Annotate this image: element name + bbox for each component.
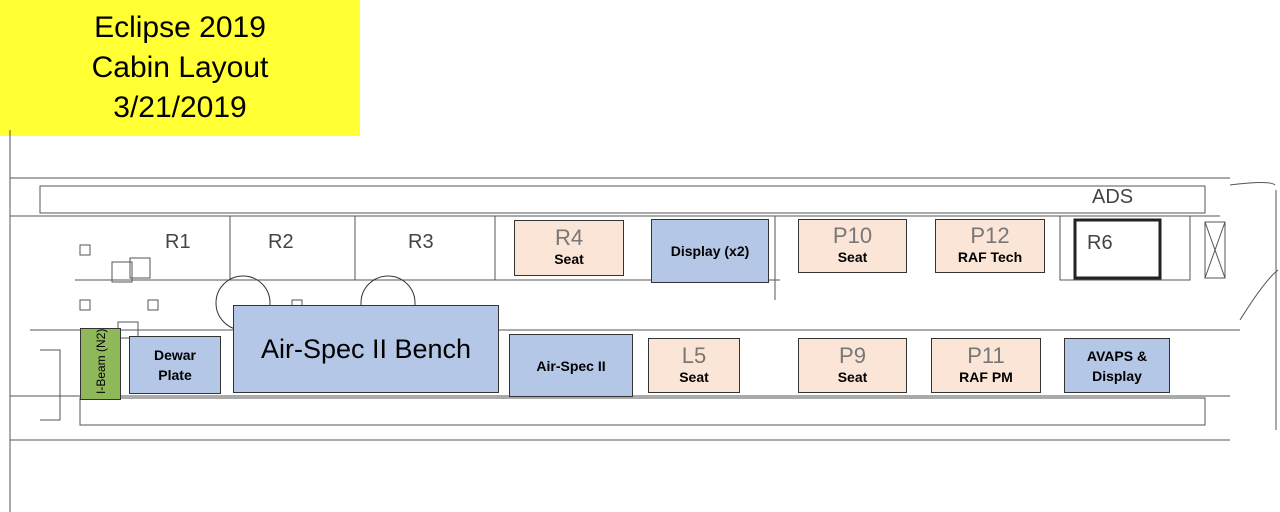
- display-label: Display (x2): [670, 243, 750, 259]
- seat-p9: P9 Seat: [798, 338, 907, 393]
- air-spec-ii: Air-Spec II: [509, 334, 633, 397]
- seat-p11-position: P11: [967, 342, 1005, 368]
- air-spec-label: Air-Spec II: [536, 357, 606, 374]
- seat-p9-label: Seat: [837, 368, 868, 385]
- seat-p12-label: RAF Tech: [957, 249, 1023, 265]
- position-r3: R3: [408, 231, 434, 253]
- seat-p11: P11 RAF PM: [931, 338, 1041, 393]
- seat-p10-label: Seat: [837, 249, 868, 265]
- position-r6: R6: [1087, 232, 1113, 254]
- seat-p10-position: P10: [832, 223, 873, 248]
- seat-r4-label: Seat: [554, 251, 584, 267]
- seat-l5-position: L5: [681, 342, 707, 368]
- air-spec-ii-bench: Air-Spec II Bench: [233, 305, 499, 393]
- avaps-display: AVAPS & Display: [1064, 338, 1170, 393]
- title-line-1: Eclipse 2019: [94, 11, 266, 44]
- dewar-plate: Dewar Plate: [129, 336, 221, 394]
- position-r1: R1: [165, 231, 191, 253]
- i-beam-label: I-Beam (N2): [93, 328, 108, 394]
- seat-p12: P12 RAF Tech: [935, 219, 1045, 273]
- avaps-label: AVAPS & Display: [1086, 347, 1148, 384]
- diagram-title: Eclipse 2019 Cabin Layout 3/21/2019: [0, 0, 360, 136]
- display-x2: Display (x2): [651, 219, 769, 283]
- bench-label: Air-Spec II Bench: [260, 334, 472, 364]
- seat-p9-position: P9: [839, 342, 866, 368]
- seat-p12-position: P12: [970, 223, 1010, 248]
- dewar-label: Dewar Plate: [153, 347, 197, 383]
- i-beam-n2: I-Beam (N2): [80, 328, 121, 400]
- seat-r4: R4 Seat: [514, 220, 624, 276]
- seat-r4-position: R4: [554, 225, 584, 250]
- position-r2: R2: [268, 231, 294, 253]
- title-line-2: Cabin Layout: [91, 51, 269, 84]
- title-line-3: 3/21/2019: [113, 91, 247, 124]
- seat-p11-label: RAF PM: [959, 368, 1013, 385]
- seat-p10: P10 Seat: [798, 219, 907, 273]
- seat-l5: L5 Seat: [648, 338, 740, 393]
- seat-l5-label: Seat: [679, 368, 709, 385]
- ads-label: ADS: [1092, 186, 1134, 208]
